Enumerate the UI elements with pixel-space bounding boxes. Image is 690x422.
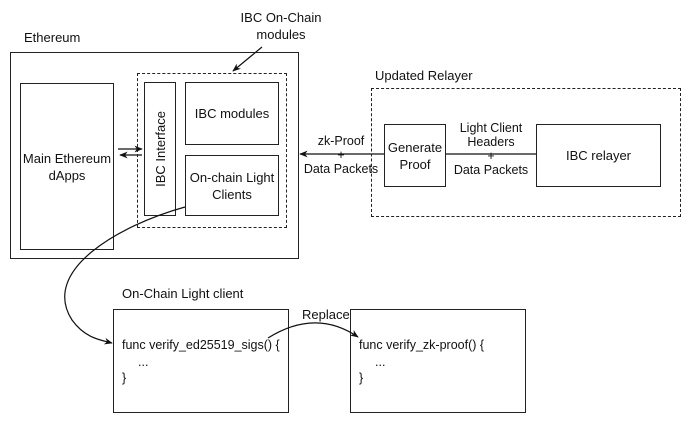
ibc-interface-label: IBC Interface xyxy=(152,111,168,187)
old-func-signature: func verify_ed25519_sigs() { xyxy=(122,338,280,352)
new-light-client-code-box xyxy=(350,309,526,413)
old-func-close: } xyxy=(122,371,127,385)
ibc-modules-box: IBC modules xyxy=(185,82,279,145)
headers-plus: + xyxy=(487,149,495,163)
headers-line3: Data Packets xyxy=(453,163,529,177)
onchain-light-client-label: On-Chain Light client xyxy=(122,286,244,301)
main-ethereum-dapps-box: Main Ethereum dApps xyxy=(20,83,114,250)
ibc-relayer-box: IBC relayer xyxy=(536,124,661,187)
main-dapps-line1: Main Ethereum xyxy=(22,150,112,166)
headers-line1: Light Client xyxy=(459,121,523,135)
replace-label: Replace xyxy=(302,307,350,322)
light-clients-line2: Clients xyxy=(212,186,252,202)
ethereum-label: Ethereum xyxy=(24,30,81,45)
ibc-onchain-modules-label: IBC On-Chain modules xyxy=(222,9,340,43)
new-func-body: ... xyxy=(375,355,386,369)
zk-proof-line2: Data Packets xyxy=(303,162,379,176)
new-func-signature: func verify_zk-proof() { xyxy=(359,338,485,352)
ibc-interface-box: IBC Interface xyxy=(144,82,176,216)
zk-proof-edge-label: zk-Proof + Data Packets xyxy=(300,134,382,176)
zk-proof-line1: zk-Proof xyxy=(317,134,365,148)
updated-relayer-container xyxy=(371,88,681,217)
headers-line2: Headers xyxy=(467,135,515,149)
ibc-onchain-modules-line1: IBC On-Chain xyxy=(240,10,322,25)
onchain-light-clients-box: On-chain Light Clients xyxy=(185,155,279,216)
ibc-onchain-modules-line2: modules xyxy=(256,27,306,42)
main-dapps-line2: dApps xyxy=(48,167,86,183)
updated-relayer-label: Updated Relayer xyxy=(375,68,473,83)
headers-edge-label: Light Client Headers + Data Packets xyxy=(446,121,536,177)
generate-proof-line2: Proof xyxy=(399,156,431,172)
generate-proof-box: Generate Proof xyxy=(384,124,446,187)
generate-proof-line1: Generate xyxy=(387,139,443,155)
old-light-client-code-box xyxy=(113,309,289,413)
ibc-relayer-label: IBC relayer xyxy=(565,148,632,163)
ibc-modules-label: IBC modules xyxy=(194,106,270,121)
zk-proof-plus: + xyxy=(337,148,345,162)
old-func-body: ... xyxy=(138,355,149,369)
light-clients-line1: On-chain Light xyxy=(189,169,275,185)
new-func-close: } xyxy=(359,371,364,385)
